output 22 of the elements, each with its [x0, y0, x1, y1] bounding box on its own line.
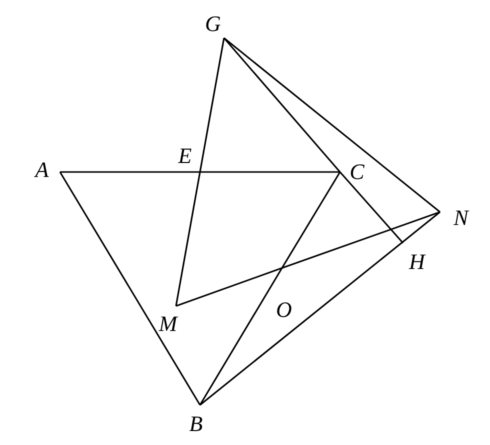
point-label: A [35, 159, 49, 181]
line-segment [223, 37, 341, 173]
point-label: E [178, 145, 192, 167]
point-label: N [454, 207, 468, 229]
point-label: O [276, 299, 292, 321]
line-segment [339, 171, 404, 244]
line-segment [281, 172, 341, 268]
line-segment [199, 268, 283, 406]
line-segment [200, 171, 340, 173]
line-segment [282, 211, 440, 269]
line-segment [60, 171, 200, 173]
line-segment [176, 267, 282, 307]
line-segment [175, 172, 201, 306]
point-label: C [350, 161, 364, 183]
line-segment [200, 211, 440, 406]
point-label: G [205, 13, 221, 35]
line-segment [199, 38, 225, 172]
point-label: M [158, 313, 178, 335]
point-label: B [189, 413, 203, 435]
line-segment [59, 172, 201, 406]
line-segment [224, 37, 440, 213]
point-label: H [409, 251, 425, 273]
